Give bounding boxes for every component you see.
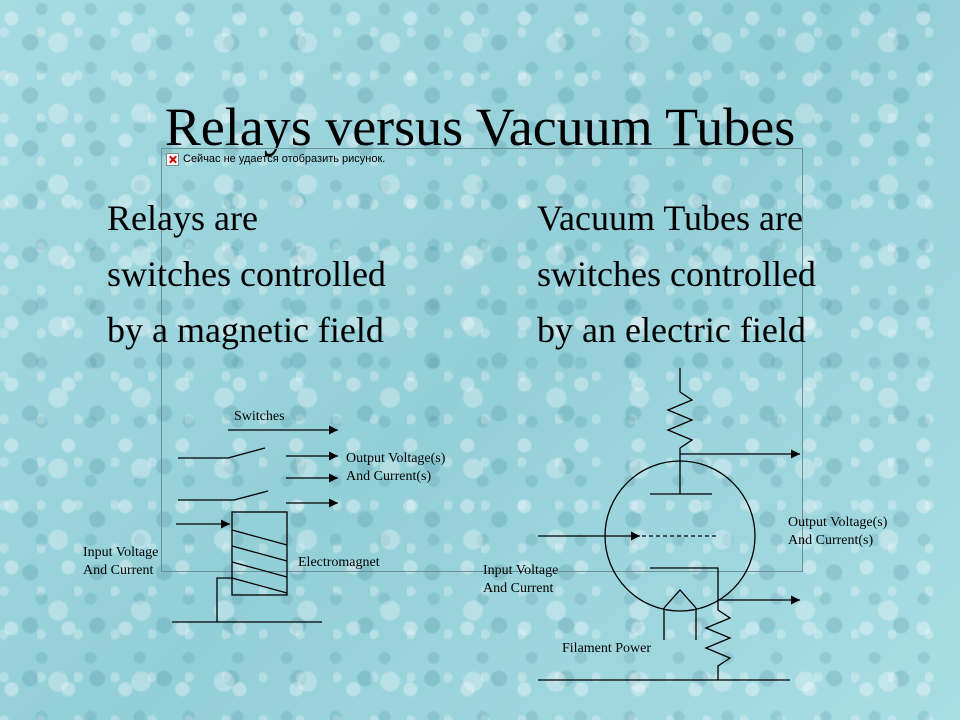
relay-output-label-line: And Current(s) <box>346 469 432 484</box>
vacuum-tube-description-line: Vacuum Tubes are <box>537 198 803 238</box>
plate-resistor <box>666 391 694 449</box>
electromagnet-coil <box>231 545 288 562</box>
filament-power-label: Filament Power <box>562 641 652 656</box>
tube-output-label-line: Output Voltage(s) <box>788 515 888 530</box>
relay-description-line: switches controlled <box>107 254 386 294</box>
tube-output-label-line: And Current(s) <box>788 533 874 548</box>
electromagnet-coil <box>231 561 288 578</box>
vacuum-tube-description: Vacuum Tubes are switches controlled by … <box>537 190 816 358</box>
switches-label: Switches <box>234 409 285 424</box>
cathode-resistor <box>704 596 732 680</box>
broken-image-icon <box>166 152 179 166</box>
electromagnet-core <box>231 511 288 596</box>
electromagnet-coil <box>231 577 288 594</box>
relay-input-label-line: Input Voltage <box>83 545 159 560</box>
relay-input-label: Input Voltage And Current <box>83 544 158 580</box>
relay-description-line: by a magnetic field <box>107 310 384 350</box>
vacuum-tube-description-line: switches controlled <box>537 254 816 294</box>
tube-input-label-line: And Current <box>483 581 554 596</box>
slide-title: Relays versus Vacuum Tubes <box>164 97 796 157</box>
tube-filament <box>663 589 697 609</box>
relay-output-label-line: Output Voltage(s) <box>346 451 446 466</box>
image-error-text: Сейчас не удается отобразить рисунок. <box>183 153 386 165</box>
tube-cathode <box>650 567 719 596</box>
relay-switch-blade <box>227 447 266 459</box>
relay-switch-blade <box>233 490 269 501</box>
vacuum-tube-diagram <box>538 368 800 681</box>
tube-input-label-line: Input Voltage <box>483 563 559 578</box>
relay-output-label: Output Voltage(s) And Current(s) <box>346 450 445 486</box>
relay-input-label-line: And Current <box>83 563 154 578</box>
relay-description-line: Relays are <box>107 198 258 238</box>
relay-diagram <box>172 425 338 623</box>
image-placeholder-frame <box>161 148 803 572</box>
electromagnet-coil <box>231 529 288 546</box>
tube-input-label: Input Voltage And Current <box>483 562 558 598</box>
relay-description: Relays are switches controlled by a magn… <box>107 190 386 358</box>
relay-coil-lead <box>216 577 232 622</box>
vacuum-tube-description-line: by an electric field <box>537 310 806 350</box>
image-placeholder-message: Сейчас не удается отобразить рисунок. <box>166 151 385 167</box>
tube-output-label: Output Voltage(s) And Current(s) <box>788 514 887 550</box>
electromagnet-label: Electromagnet <box>298 555 380 570</box>
